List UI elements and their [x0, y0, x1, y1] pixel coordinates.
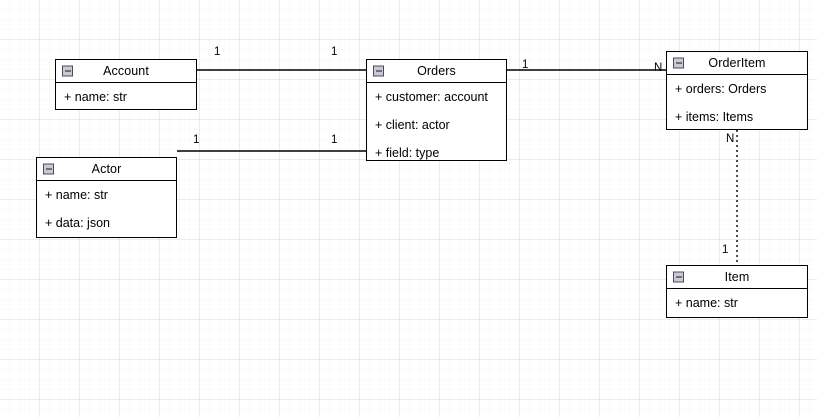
attribute-row[interactable]: + name: str	[45, 188, 108, 202]
attribute-list-item: + name: str	[667, 289, 807, 317]
attribute-row[interactable]: + field: type	[375, 146, 440, 160]
collapse-minus-icon[interactable]	[673, 271, 684, 283]
class-header-actor[interactable]: Actor	[37, 158, 176, 181]
multiplicity-label-m-account-out: 1	[214, 46, 221, 58]
class-name-label: Orders	[417, 63, 456, 78]
multiplicity-label-m-orders-in-bottom: 1	[331, 134, 338, 146]
class-box-orders[interactable]: Orders + customer: account + client: actor…	[366, 59, 507, 161]
attribute-list-orders: + customer: account + client: actor + fiel…	[367, 83, 506, 167]
attribute-row[interactable]: + orders: Orders	[675, 82, 767, 96]
class-header-account[interactable]: Account	[56, 60, 196, 83]
class-name-label: OrderItem	[708, 55, 766, 70]
class-header-item[interactable]: Item	[667, 266, 807, 289]
class-name-label: Account	[103, 63, 149, 78]
collapse-minus-icon[interactable]	[673, 57, 684, 69]
class-header-orderitem[interactable]: OrderItem	[667, 52, 807, 75]
collapse-minus-icon[interactable]	[62, 65, 73, 77]
multiplicity-label-m-orders-out-right: 1	[522, 59, 529, 71]
attribute-list-actor: + name: str + data: json	[37, 181, 176, 237]
collapse-minus-icon[interactable]	[373, 65, 384, 77]
multiplicity-label-m-orders-in-top: 1	[331, 46, 338, 58]
attribute-row[interactable]: + data: json	[45, 216, 110, 230]
multiplicity-label-m-item-in-top: 1	[722, 244, 729, 256]
class-box-orderitem[interactable]: OrderItem + orders: Orders + items: Items	[666, 51, 808, 130]
attribute-list-account: + name: str	[56, 83, 196, 111]
attribute-row[interactable]: + customer: account	[375, 90, 488, 104]
multiplicity-label-m-orderitem-in-left: N	[654, 62, 663, 74]
class-name-label: Actor	[91, 161, 122, 176]
class-box-account[interactable]: Account + name: str	[55, 59, 197, 110]
attribute-row[interactable]: + name: str	[64, 90, 127, 104]
class-header-orders[interactable]: Orders	[367, 60, 506, 83]
attribute-row[interactable]: + client: actor	[375, 118, 450, 132]
attribute-row[interactable]: + name: str	[675, 296, 738, 310]
class-box-item[interactable]: Item + name: str	[666, 265, 808, 318]
class-name-label: Item	[724, 269, 750, 284]
collapse-minus-icon[interactable]	[43, 163, 54, 175]
multiplicity-label-m-actor-out: 1	[193, 134, 200, 146]
attribute-row[interactable]: + items: Items	[675, 110, 754, 124]
multiplicity-label-m-orderitem-out-bottom: N	[726, 133, 735, 145]
attribute-list-orderitem: + orders: Orders + items: Items	[667, 75, 807, 131]
class-box-actor[interactable]: Actor + name: str + data: json	[36, 157, 177, 238]
